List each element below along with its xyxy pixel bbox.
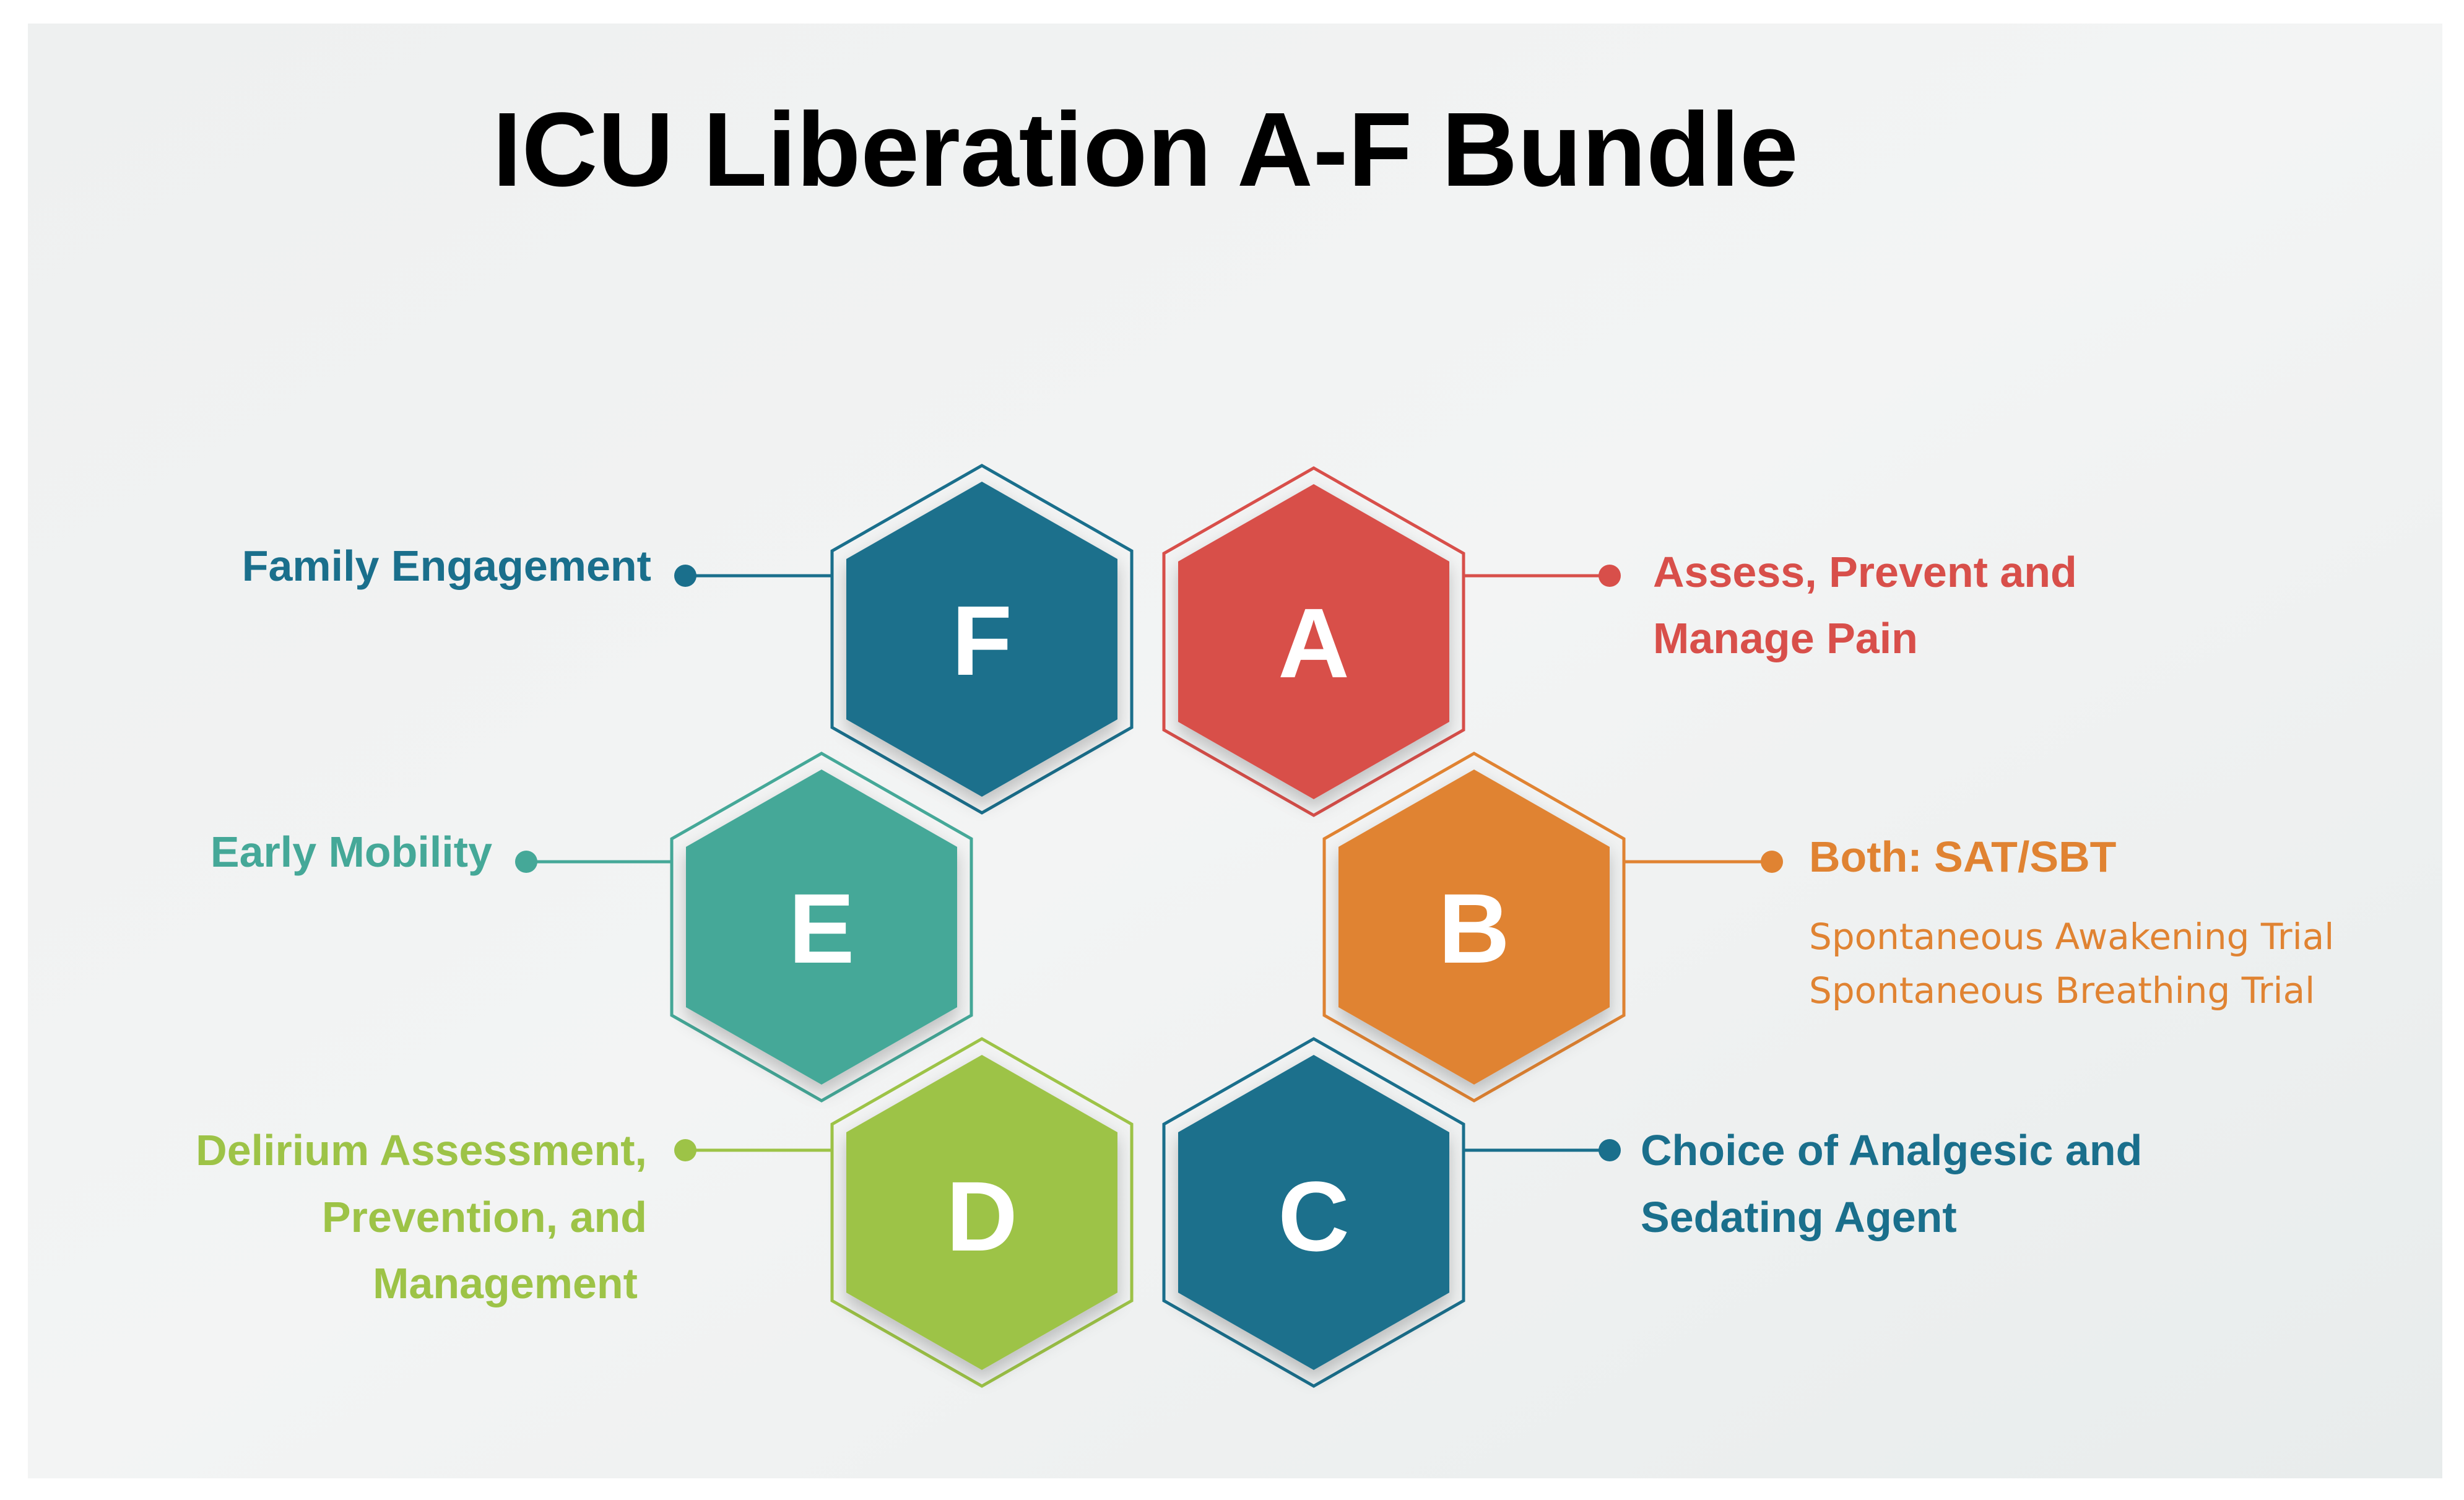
connector-e-dot bbox=[515, 851, 537, 873]
label-b-sub1: Spontaneous Awakening Trial bbox=[1809, 916, 2334, 958]
item-d: D Delirium Assessment, Prevention, and M… bbox=[196, 1037, 1134, 1388]
hex-f bbox=[846, 482, 1117, 797]
hex-e-outline bbox=[670, 752, 973, 1103]
label-a-line1: Assess, Prevent and bbox=[1653, 548, 2077, 596]
label-d-line2: Prevention, and bbox=[322, 1193, 647, 1241]
hex-c-letter: C bbox=[1278, 1161, 1350, 1272]
hex-a-outline bbox=[1162, 466, 1465, 817]
label-e: Early Mobility bbox=[210, 828, 492, 876]
hex-c-outline bbox=[1162, 1037, 1465, 1388]
label-d-line3: Management bbox=[373, 1259, 638, 1307]
item-b: B Both: SAT/SBT Spontaneous Awakening Tr… bbox=[1322, 752, 2334, 1103]
hex-a bbox=[1178, 484, 1449, 799]
label-b-sub2: Spontaneous Breathing Trial bbox=[1809, 969, 2315, 1012]
hex-f-outline bbox=[830, 464, 1134, 815]
hex-e bbox=[686, 770, 957, 1085]
label-d-line1: Delirium Assessment, bbox=[196, 1126, 647, 1174]
label-a-line2: Manage Pain bbox=[1653, 614, 1918, 662]
hex-d bbox=[846, 1055, 1117, 1370]
hex-e-letter: E bbox=[789, 873, 855, 984]
hex-c bbox=[1178, 1055, 1449, 1370]
item-a: A Assess, Prevent and Manage Pain bbox=[1162, 466, 2077, 817]
label-b-line1: Both: SAT/SBT bbox=[1809, 833, 2116, 881]
label-c-line2: Sedating Agent bbox=[1641, 1193, 1957, 1241]
diagram-title: ICU Liberation A-F Bundle bbox=[492, 91, 1798, 209]
label-f: Family Engagement bbox=[242, 542, 651, 590]
hex-d-letter: D bbox=[946, 1161, 1018, 1272]
connector-c-dot bbox=[1599, 1139, 1621, 1161]
item-f: F Family Engagement bbox=[242, 464, 1134, 815]
hex-b bbox=[1338, 770, 1610, 1085]
connector-d-dot bbox=[674, 1139, 696, 1161]
hex-f-letter: F bbox=[952, 585, 1012, 696]
hex-b-letter: B bbox=[1438, 873, 1510, 984]
hex-d-outline bbox=[830, 1037, 1134, 1388]
connector-b-dot bbox=[1761, 851, 1783, 873]
connector-f-dot bbox=[674, 565, 696, 587]
connector-a-dot bbox=[1599, 565, 1621, 587]
label-c-line1: Choice of Analgesic and bbox=[1641, 1126, 2142, 1174]
hex-b-outline bbox=[1322, 752, 1626, 1103]
hex-a-letter: A bbox=[1278, 587, 1350, 698]
item-e: E Early Mobility bbox=[210, 752, 973, 1103]
item-c: C Choice of Analgesic and Sedating Agent bbox=[1162, 1037, 2142, 1388]
